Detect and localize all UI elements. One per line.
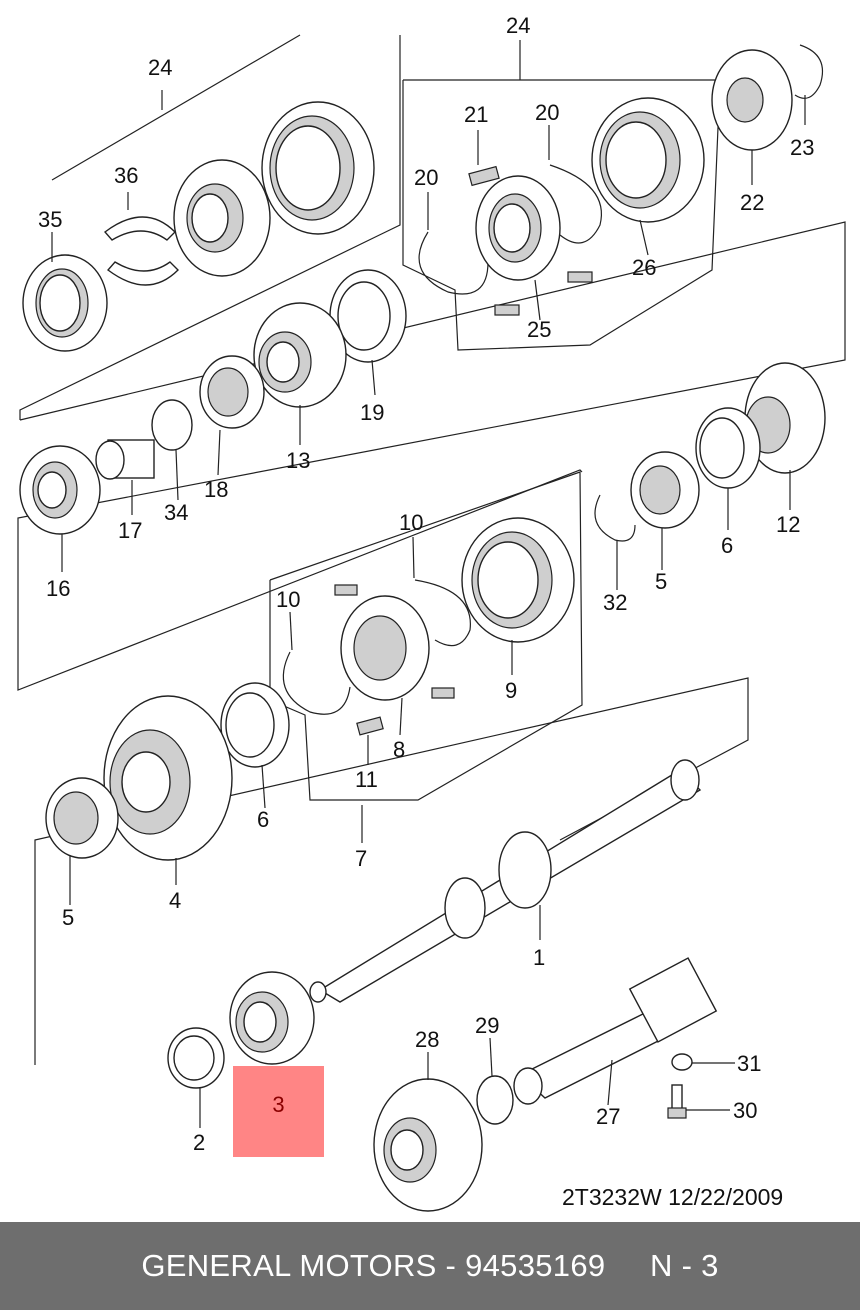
part-29-washer bbox=[476, 1075, 514, 1125]
part-26-sleeve bbox=[591, 97, 705, 223]
part-6-ring-lower bbox=[220, 682, 290, 768]
part-22-ring bbox=[711, 49, 793, 151]
footer-bar: GENERAL MOTORS - 94535169 N - 3 bbox=[0, 1222, 860, 1310]
callout-4: 4 bbox=[169, 888, 181, 913]
callout-2: 2 bbox=[193, 1130, 205, 1155]
callout-30: 30 bbox=[733, 1098, 757, 1123]
highlighted-part-marker bbox=[233, 1066, 324, 1157]
part-16-bearing bbox=[19, 445, 101, 535]
footer-text: GENERAL MOTORS - 94535169 N - 3 bbox=[141, 1248, 719, 1283]
part-28-gear bbox=[373, 1078, 483, 1212]
callout-16: 16 bbox=[46, 576, 70, 601]
part-3-bearing bbox=[229, 971, 315, 1065]
callout-11: 11 bbox=[355, 767, 378, 792]
highlighted-part-label: 3 bbox=[272, 1092, 285, 1117]
part-2-ring bbox=[167, 1027, 225, 1089]
callout-7: 7 bbox=[355, 846, 367, 871]
callout-25: 25 bbox=[527, 317, 551, 342]
callout-24: 24 bbox=[148, 55, 172, 80]
exploded-parts-diagram: 24 36 35 24 21 20 20 23 22 26 25 19 13 1… bbox=[17, 13, 846, 1212]
callout-12: 12 bbox=[776, 512, 800, 537]
callout-27: 27 bbox=[596, 1104, 620, 1129]
part-19-ring bbox=[329, 269, 407, 363]
callout-8: 8 bbox=[393, 737, 405, 762]
callout-10: 10 bbox=[276, 587, 300, 612]
callout-10: 10 bbox=[399, 510, 423, 535]
part-32-snap-ring bbox=[594, 494, 636, 542]
part-10-springs bbox=[282, 579, 471, 715]
part-11-key bbox=[356, 716, 384, 736]
callout-17: 17 bbox=[118, 518, 142, 543]
callout-35: 35 bbox=[38, 207, 62, 232]
callout-26: 26 bbox=[632, 255, 656, 280]
part-17-spacer bbox=[95, 439, 155, 480]
callout-13: 13 bbox=[286, 448, 310, 473]
part-21-key bbox=[468, 165, 500, 187]
part-36-keys bbox=[103, 216, 179, 286]
part-8-hub bbox=[334, 584, 455, 701]
part-5-bearing-lower bbox=[45, 777, 119, 859]
part-35-synchro-ring bbox=[22, 254, 108, 352]
callout-19: 19 bbox=[360, 400, 384, 425]
callout-6: 6 bbox=[721, 533, 733, 558]
callout-20: 20 bbox=[414, 165, 438, 190]
part-6-ring-upper bbox=[695, 407, 761, 489]
leader-lines bbox=[51, 40, 806, 1128]
part-27-shaft bbox=[513, 957, 718, 1105]
part-1-main-shaft bbox=[309, 759, 702, 1003]
part-31-washer bbox=[671, 1053, 693, 1071]
callout-5: 5 bbox=[655, 569, 667, 594]
part-23-snap-ring bbox=[794, 44, 824, 99]
callout-21: 21 bbox=[464, 102, 488, 127]
callout-labels: 24 36 35 24 21 20 20 23 22 26 25 19 13 1… bbox=[38, 13, 814, 1155]
callout-1: 1 bbox=[533, 945, 545, 970]
callout-22: 22 bbox=[740, 190, 764, 215]
part-30-bolt bbox=[667, 1084, 687, 1119]
part-13-gear bbox=[253, 302, 347, 408]
callout-6: 6 bbox=[257, 807, 269, 832]
callout-5: 5 bbox=[62, 905, 74, 930]
drawing-code: 2T3232W 12/22/2009 bbox=[562, 1184, 784, 1210]
callout-29: 29 bbox=[475, 1013, 499, 1038]
callout-34: 34 bbox=[164, 500, 188, 525]
callout-31: 31 bbox=[737, 1051, 761, 1076]
part-18-bearing bbox=[199, 355, 265, 429]
callout-28: 28 bbox=[415, 1027, 439, 1052]
callout-18: 18 bbox=[204, 477, 228, 502]
callout-24: 24 bbox=[506, 13, 530, 38]
part-25-hub bbox=[475, 175, 593, 316]
callout-9: 9 bbox=[505, 678, 517, 703]
part-20-springs bbox=[418, 164, 602, 295]
callout-36: 36 bbox=[114, 163, 138, 188]
callout-23: 23 bbox=[790, 135, 814, 160]
part-5-bearing-upper bbox=[630, 451, 700, 529]
part-9-sleeve bbox=[461, 517, 575, 643]
callout-20: 20 bbox=[535, 100, 559, 125]
part-24-sleeve bbox=[261, 101, 375, 235]
part-24-sync-hub bbox=[173, 159, 271, 277]
part-34-ring bbox=[151, 399, 193, 451]
callout-32: 32 bbox=[603, 590, 627, 615]
part-4-gear bbox=[103, 695, 233, 861]
